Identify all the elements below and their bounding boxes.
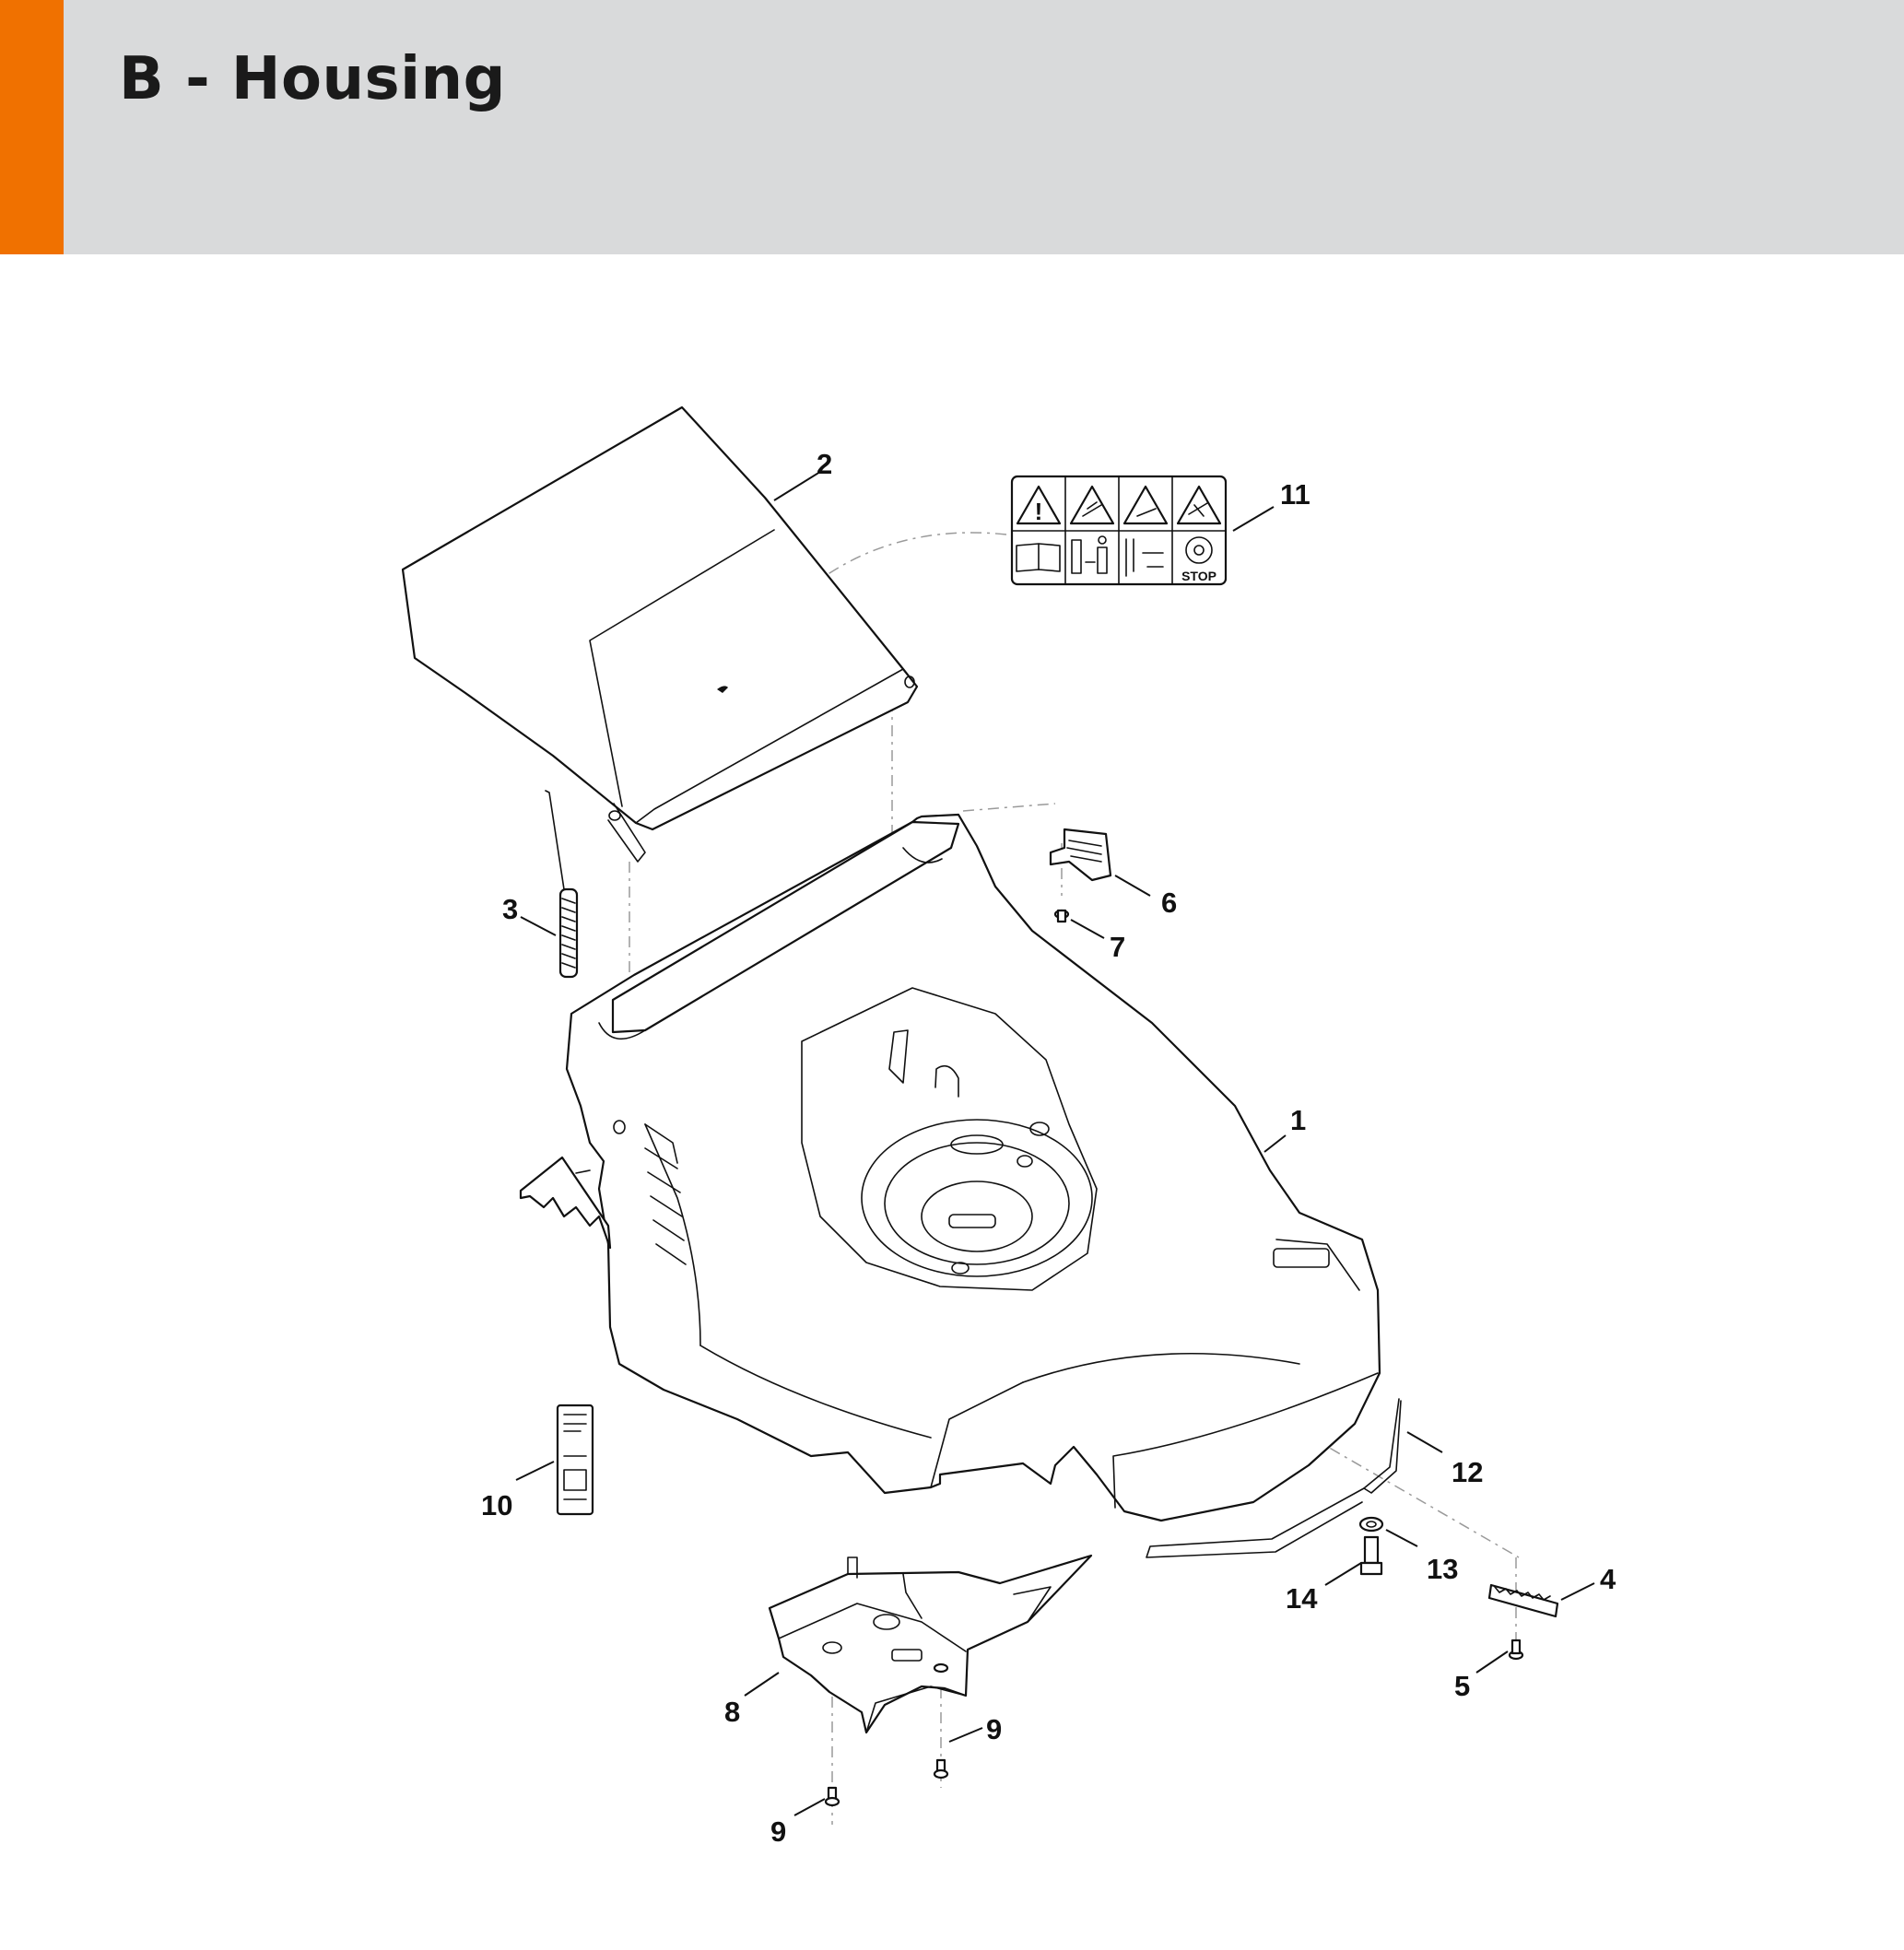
page-title: B - Housing <box>119 45 506 113</box>
label-part-4: 4 <box>1600 1563 1616 1595</box>
label-part-3: 3 <box>502 893 518 925</box>
part-13-washer <box>1358 1516 1384 1533</box>
part-6-bracket <box>1049 828 1112 882</box>
label-part-1: 1 <box>1290 1104 1306 1136</box>
part-3-spring <box>545 790 579 979</box>
label-part-8: 8 <box>724 1696 740 1728</box>
label-part-12: 12 <box>1452 1456 1483 1488</box>
label-part-7: 7 <box>1110 931 1125 963</box>
label-part-9-a: 9 <box>986 1713 1002 1745</box>
part-12-wire-rod <box>1146 1398 1402 1558</box>
label-part-6: 6 <box>1161 887 1177 919</box>
part-11-warning-label: ! STOP <box>1010 475 1228 586</box>
part-2-deflector <box>401 405 919 863</box>
leader-lines <box>515 471 1595 1816</box>
part-5-screw <box>1508 1639 1524 1661</box>
stop-sign-text: STOP <box>1181 569 1216 583</box>
part-10-sticker <box>556 1404 594 1516</box>
part-4-serrated-strip <box>1487 1583 1559 1618</box>
label-part-14: 14 <box>1286 1582 1318 1615</box>
svg-text:!: ! <box>1035 498 1043 525</box>
label-part-2: 2 <box>817 448 832 480</box>
part-labels: 1 2 3 4 5 6 7 8 9 9 10 11 12 13 14 <box>481 448 1616 1848</box>
part-14-bolt <box>1359 1535 1383 1576</box>
part-9-screw-b <box>933 1758 949 1780</box>
page-header: B - Housing <box>0 0 1904 254</box>
part-1-housing <box>519 813 1381 1522</box>
part-7-screw <box>1053 909 1070 923</box>
part-8-insert <box>768 1554 1093 1734</box>
label-part-10: 10 <box>481 1489 512 1521</box>
label-part-13: 13 <box>1427 1553 1458 1585</box>
label-part-9-b: 9 <box>770 1815 786 1848</box>
header-accent-bar <box>0 0 64 254</box>
label-part-5: 5 <box>1454 1670 1470 1702</box>
label-part-11: 11 <box>1280 478 1310 511</box>
part-9-screw-c <box>824 1786 840 1807</box>
part-9-screw-a <box>933 1662 949 1674</box>
